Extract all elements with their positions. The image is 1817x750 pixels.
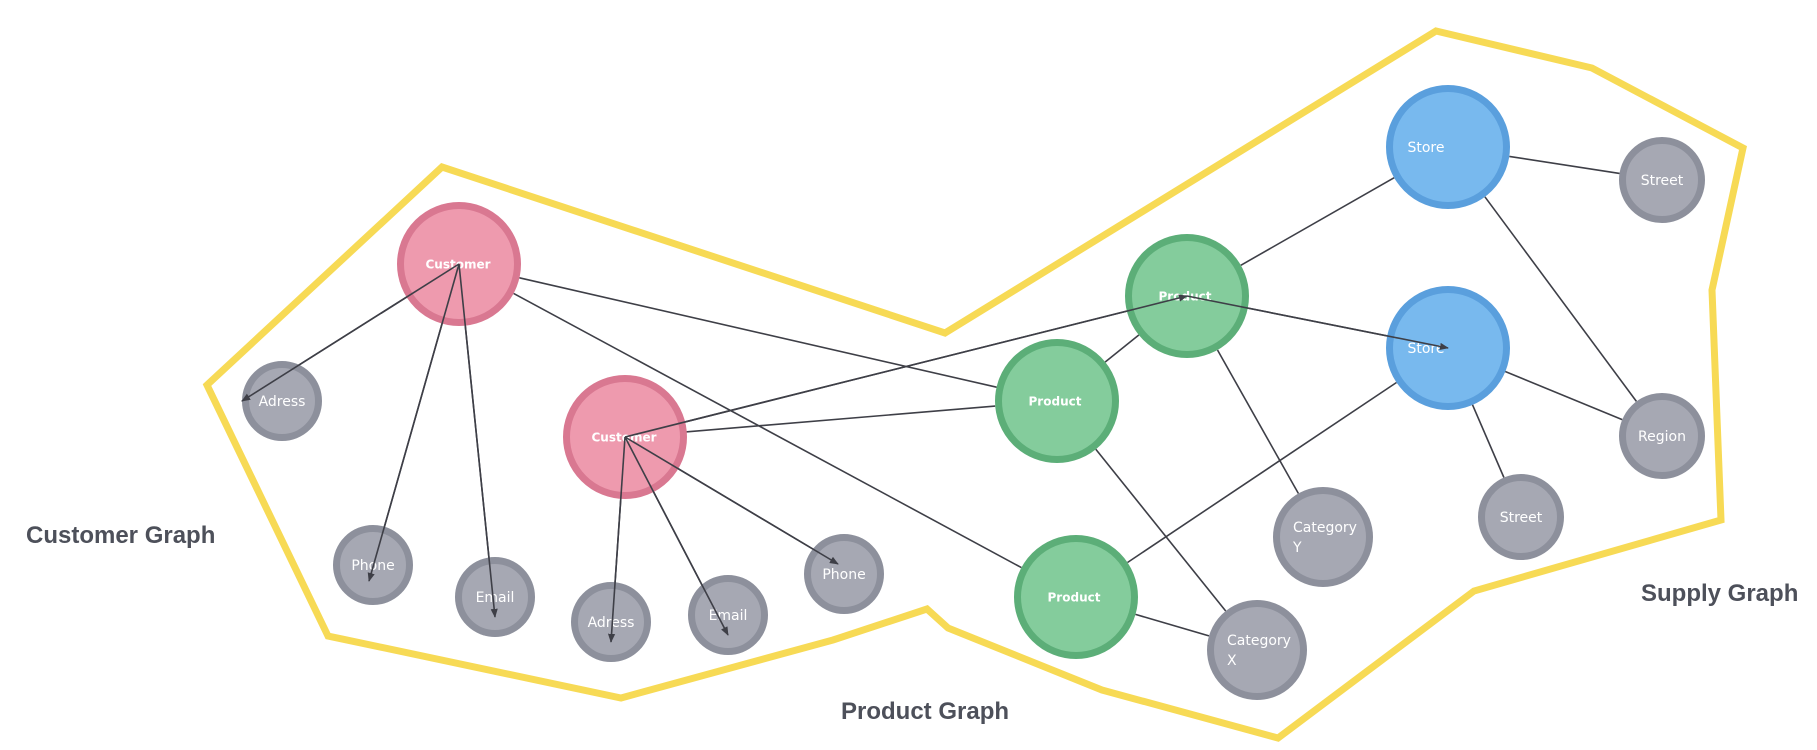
supply-graph-label: Supply Graph	[1641, 580, 1799, 607]
edge-product3-store2	[1127, 381, 1397, 564]
edge-overlay-customer1-phone1	[367, 263, 460, 582]
node-label-categoryY-0: Category	[1293, 520, 1357, 536]
node-street1: Street	[1619, 137, 1705, 223]
node-label-email2: Email	[709, 608, 748, 624]
edge-overlay-customer2-product1	[624, 294, 1188, 438]
node-label-street1: Street	[1641, 173, 1684, 189]
edge-overlay-customer2-email2	[624, 436, 729, 636]
edge-overlay-customer2-phone2	[624, 436, 839, 565]
node-label-adress2: Adress	[588, 615, 635, 631]
node-email2: Email	[688, 575, 768, 655]
node-label-email1: Email	[476, 590, 515, 606]
node-circle-email1	[455, 557, 535, 637]
node-label-categoryX-0: Category	[1227, 633, 1291, 649]
node-street2: Street	[1478, 474, 1564, 560]
node-circle-adress2	[571, 582, 651, 662]
node-circle-region	[1619, 393, 1705, 479]
edge-product2-categoryX	[1095, 448, 1227, 612]
node-email1: Email	[455, 557, 535, 637]
node-label-product3: Product	[1048, 590, 1101, 604]
edge-overlay-product1-store2	[1186, 295, 1449, 350]
node-label-store1: Store	[1407, 140, 1444, 156]
edge-product2-product1	[1104, 334, 1140, 363]
edge-overlay-customer1-email1	[458, 263, 498, 618]
edge-overlay-customer2-adress2	[607, 436, 626, 643]
node-label-categoryY-1: Y	[1292, 540, 1302, 556]
node-circle-product2	[995, 339, 1119, 463]
edge-overlay-customer1-adress1	[241, 263, 460, 402]
edge-product3-categoryX	[1135, 613, 1210, 637]
node-label-street2: Street	[1500, 510, 1543, 526]
edge-product1-store1	[1240, 177, 1395, 266]
node-circle-street2	[1478, 474, 1564, 560]
node-circle-phone2	[804, 534, 884, 614]
node-circle-categoryY	[1273, 487, 1373, 587]
node-product2: Product	[995, 339, 1119, 463]
customer-graph-label: Customer Graph	[26, 522, 216, 549]
node-circle-street1	[1619, 137, 1705, 223]
node-adress2: Adress	[571, 582, 651, 662]
node-label-product2: Product	[1029, 394, 1082, 408]
edge-store1-street1	[1509, 155, 1620, 175]
product-graph-label: Product Graph	[841, 698, 1010, 725]
node-store1: Store	[1386, 85, 1510, 209]
edge-customer1-product2	[519, 277, 997, 388]
node-phone2: Phone	[804, 534, 884, 614]
node-label-region: Region	[1638, 429, 1686, 445]
node-label-phone2: Phone	[822, 567, 865, 583]
graph-boundary	[202, 27, 1747, 742]
node-circle-store1	[1386, 85, 1510, 209]
edge-product1-categoryY	[1216, 349, 1300, 494]
node-label-adress1: Adress	[259, 394, 306, 410]
edge-store1-region	[1484, 196, 1638, 402]
node-circle-categoryX	[1207, 600, 1307, 700]
node-circle-product3	[1014, 535, 1138, 659]
node-region: Region	[1619, 393, 1705, 479]
edge-customer1-product3	[513, 292, 1022, 569]
node-label-categoryX-1: X	[1227, 653, 1237, 669]
node-product3: Product	[1014, 535, 1138, 659]
node-circle-email2	[688, 575, 768, 655]
